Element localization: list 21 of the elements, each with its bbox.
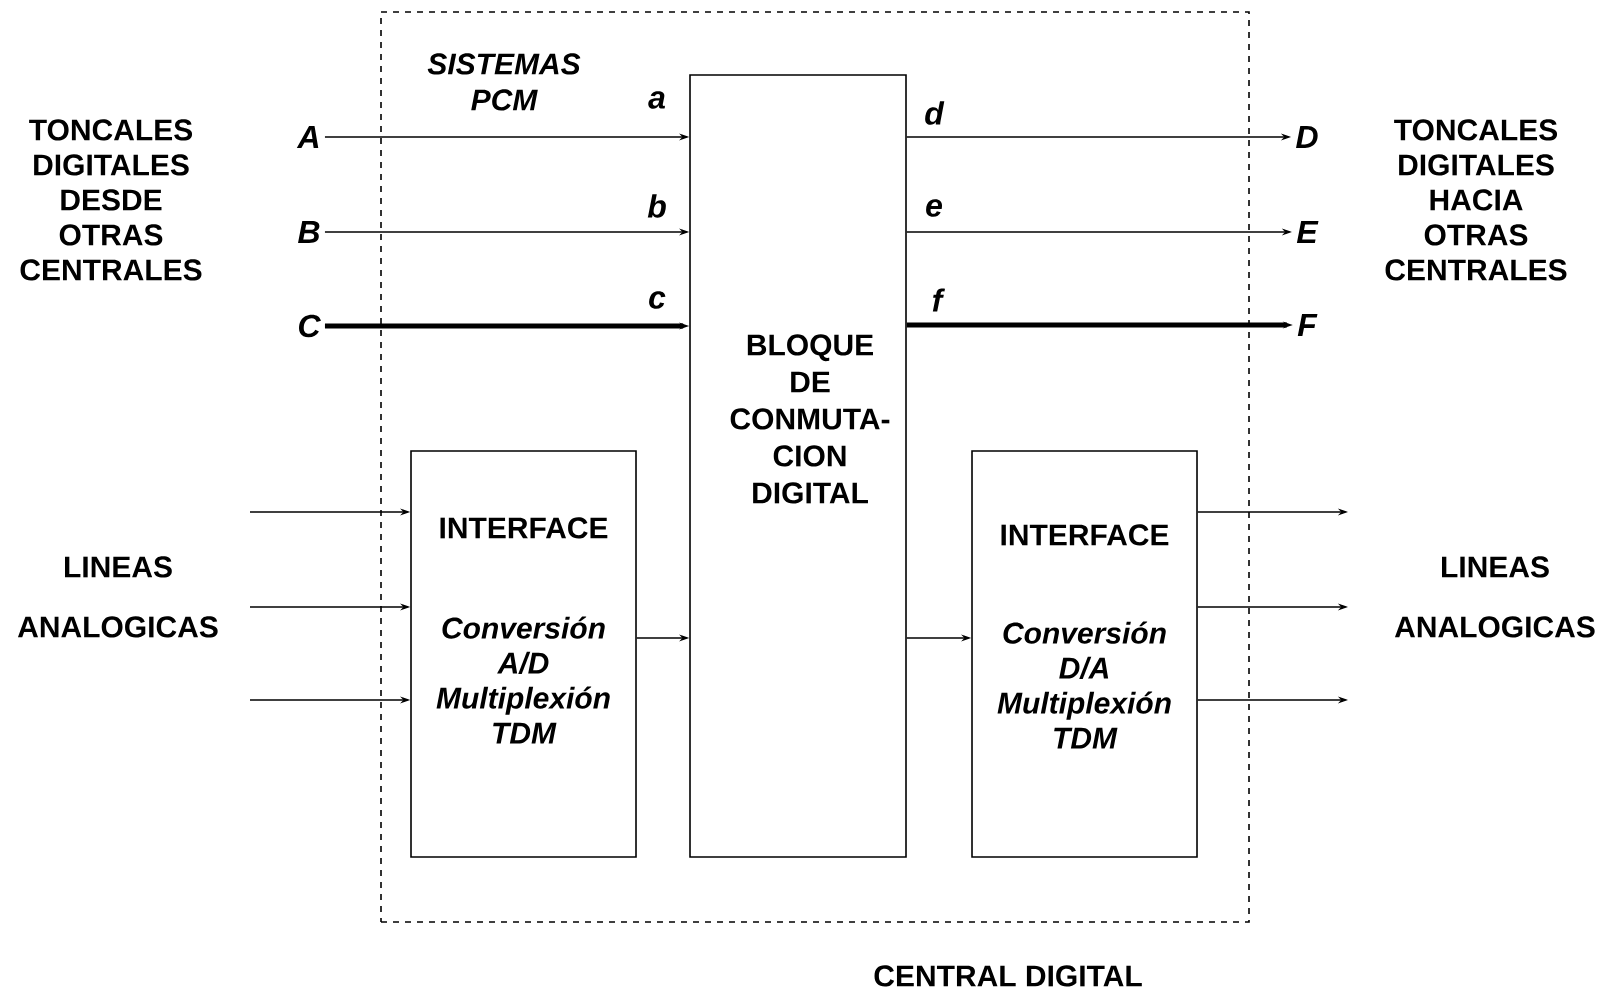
line-letter: D [1296,126,1318,148]
line-letter: F [1297,314,1318,336]
line-letter: E [1296,221,1319,243]
edge-label: c [649,291,666,309]
edge-label: d [925,101,945,125]
switching-block: BLOQUE DE CONMUTA- CION DIGITAL [689,74,907,858]
interface-box: INTERFACE Conversión A/D Multiplexión TDM [410,450,637,858]
line-letter: A [296,126,319,148]
interface-box: INTERFACE Conversión D/A Multiplexión TDM [971,450,1198,858]
side-label: LINEAS ANALOGICAS [1394,556,1595,638]
edge-label: a [648,91,665,109]
group-label: SISTEMAS PCM [427,53,581,111]
side-label: TONCALES DIGITALES DESDE OTRAS CENTRALES [20,119,202,281]
line-letter: C [299,314,321,338]
edge-label: e [926,199,942,217]
edge-label: b [647,194,666,218]
line-letter: B [298,221,320,243]
frame-title: CENTRAL DIGITAL [874,965,1142,987]
edge-label: f [932,288,945,312]
side-label: LINEAS ANALOGICAS [17,556,218,638]
side-label: TONCALES DIGITALES HACIA OTRAS CENTRALES [1385,119,1567,281]
